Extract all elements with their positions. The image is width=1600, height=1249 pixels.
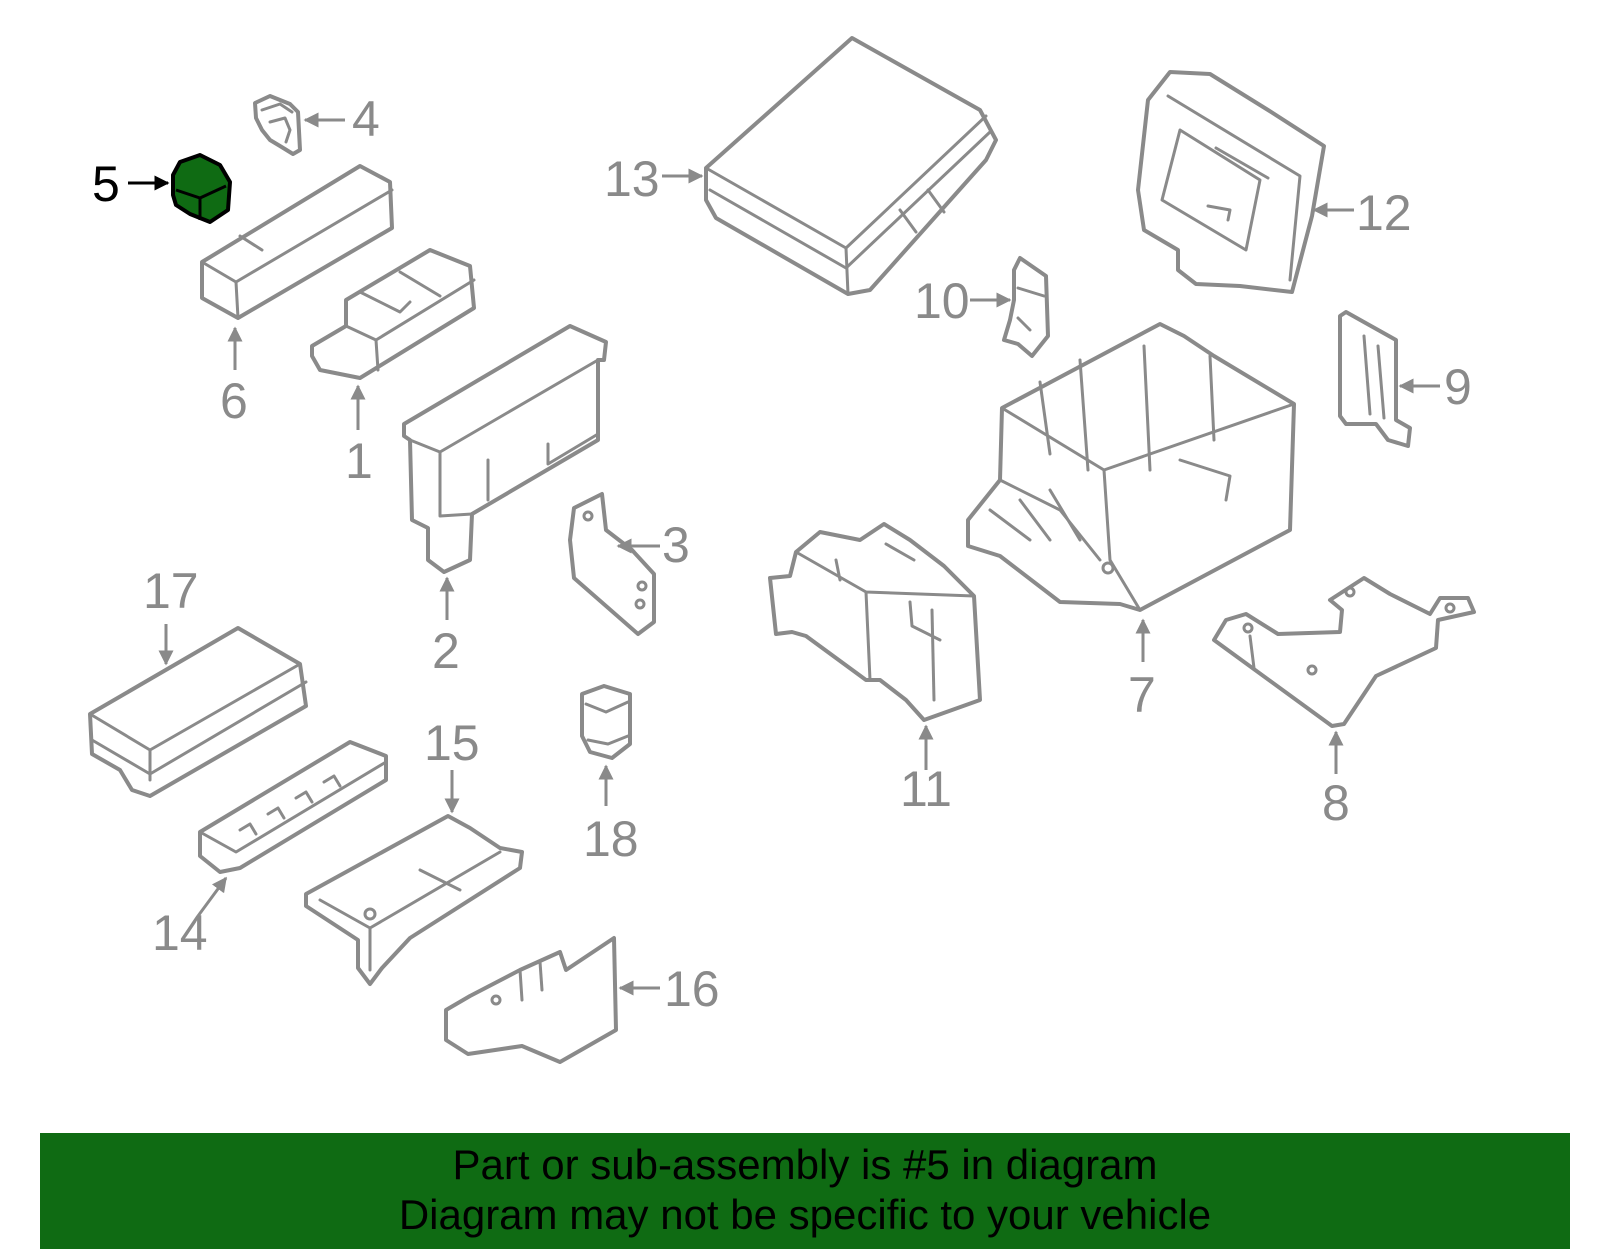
callout-16: 16 — [618, 961, 720, 1017]
part-17-cover[interactable] — [88, 626, 308, 798]
callout-label-9: 9 — [1444, 359, 1472, 415]
part-5-cap-highlighted[interactable] — [171, 153, 232, 224]
callout-3: 3 — [616, 517, 690, 573]
callout-label-14: 14 — [152, 905, 208, 961]
callout-label-10: 10 — [914, 273, 970, 329]
part-16-panel[interactable] — [444, 936, 618, 1064]
callout-10: 10 — [914, 273, 1012, 329]
banner-line-disclaimer: Diagram may not be specific to your vehi… — [398, 1191, 1212, 1238]
callout-label-16: 16 — [664, 961, 720, 1017]
part-10-bracket[interactable] — [1002, 256, 1050, 358]
callout-18: 18 — [583, 764, 639, 867]
callout-2: 2 — [432, 576, 460, 679]
callout-label-4: 4 — [352, 91, 380, 147]
callout-12: 12 — [1312, 185, 1412, 241]
info-banner: Part or sub-assembly is #5 in diagram Di… — [40, 1133, 1570, 1249]
callout-13: 13 — [604, 151, 704, 207]
callout-4: 4 — [303, 91, 380, 147]
part-11-junction-box[interactable] — [768, 522, 982, 722]
part-18-clip[interactable] — [580, 684, 632, 760]
part-14-connector[interactable] — [198, 740, 388, 874]
part-8-plate[interactable] — [1212, 576, 1476, 728]
part-9-rail[interactable] — [1338, 310, 1412, 448]
callout-label-11: 11 — [900, 761, 952, 817]
callout-label-6: 6 — [220, 373, 248, 429]
callout-label-5: 5 — [92, 156, 120, 212]
part-4-clip[interactable] — [253, 94, 302, 156]
callout-label-12: 12 — [1356, 185, 1412, 241]
part-1-relay-block[interactable] — [310, 248, 476, 380]
callout-label-18: 18 — [583, 811, 639, 867]
callout-label-17: 17 — [143, 563, 199, 619]
callout-label-7: 7 — [1128, 667, 1156, 723]
callout-6: 6 — [220, 326, 248, 429]
callout-label-2: 2 — [432, 623, 460, 679]
callout-label-3: 3 — [662, 517, 690, 573]
part-2-tray[interactable] — [402, 324, 608, 574]
part-15-tray[interactable] — [304, 814, 524, 986]
callout-11: 11 — [900, 724, 952, 817]
part-6-fuse-block[interactable] — [200, 164, 394, 320]
callout-1: 1 — [345, 384, 373, 489]
callout-9: 9 — [1398, 359, 1472, 415]
callout-14: 14 — [152, 876, 228, 961]
callout-label-15: 15 — [424, 715, 480, 771]
part-7-main-box[interactable] — [966, 322, 1296, 612]
callout-label-1: 1 — [345, 433, 373, 489]
callout-label-8: 8 — [1322, 775, 1350, 831]
callout-17: 17 — [143, 563, 199, 666]
banner-line-part-number: Part or sub-assembly is #5 in diagram — [452, 1141, 1158, 1188]
callout-8: 8 — [1322, 730, 1350, 831]
callout-5: 5 — [92, 156, 170, 212]
part-12-module[interactable] — [1136, 70, 1326, 294]
part-13-lid[interactable] — [704, 36, 998, 296]
part-3-bracket[interactable] — [568, 492, 656, 636]
callout-7: 7 — [1128, 618, 1156, 723]
callout-label-13: 13 — [604, 151, 660, 207]
callout-15: 15 — [424, 715, 480, 814]
